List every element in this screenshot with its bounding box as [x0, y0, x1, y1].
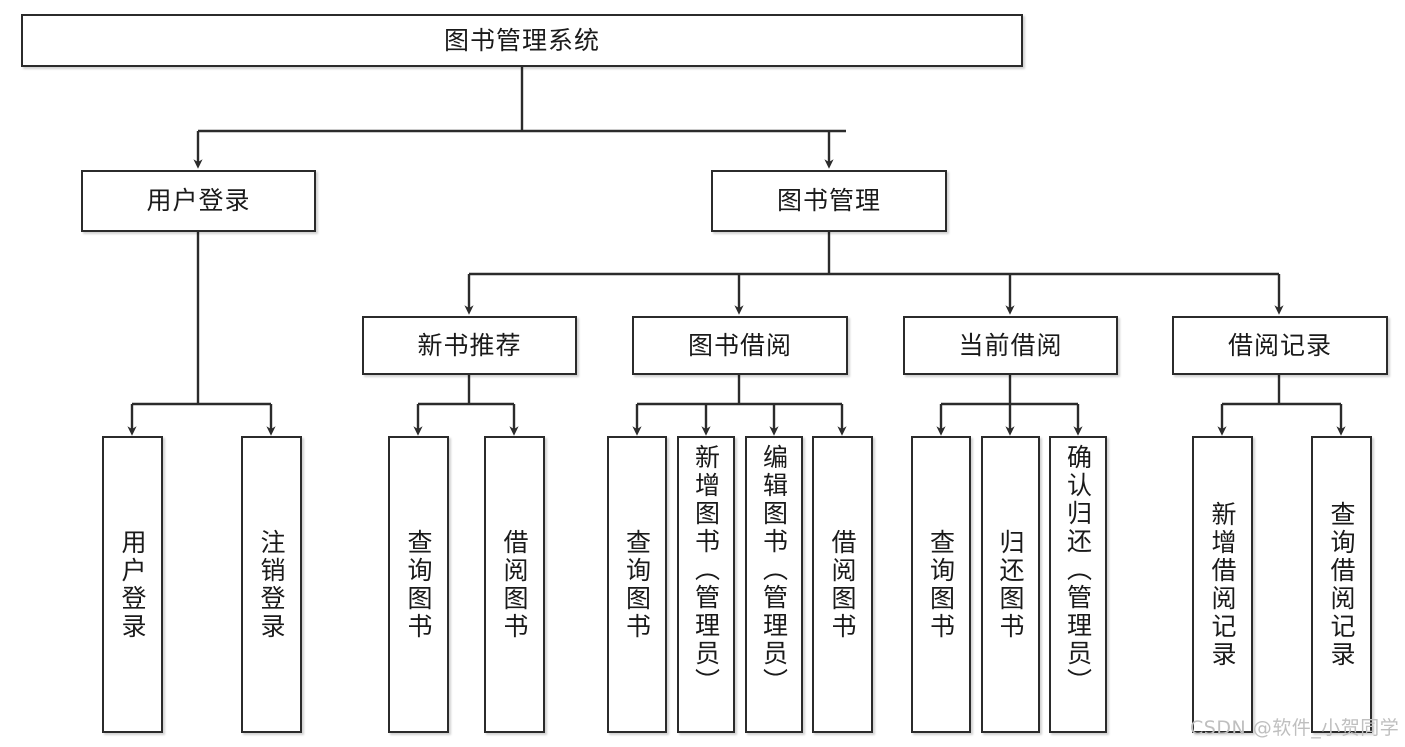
leaf-borrow-book-recommend[interactable]: 借阅图书 [484, 436, 545, 733]
leaf-user-login[interactable]: 用户登录 [102, 436, 163, 733]
node-book-borrow[interactable]: 图书借阅 [632, 316, 848, 375]
csdn-watermark: CSDN @软件_小贺同学 [1190, 717, 1400, 739]
node-label: 用户登录 [146, 186, 251, 216]
node-label: 用户登录 [118, 528, 147, 641]
node-label: 编辑图书（管理员） [759, 444, 789, 696]
node-label: 查询图书 [622, 528, 652, 641]
node-root-book-management-system[interactable]: 图书管理系统 [21, 14, 1023, 67]
node-label: 借阅记录 [1227, 330, 1332, 360]
node-label: 新书推荐 [417, 330, 522, 360]
leaf-query-borrow-record[interactable]: 查询借阅记录 [1311, 436, 1372, 733]
leaf-query-book-recommend[interactable]: 查询图书 [388, 436, 449, 733]
node-label: 查询图书 [404, 528, 433, 641]
leaf-return-book[interactable]: 归还图书 [981, 436, 1040, 733]
node-label: 查询图书 [926, 528, 956, 641]
leaf-confirm-return-admin[interactable]: 确认归还（管理员） [1049, 436, 1107, 733]
leaf-add-borrow-record[interactable]: 新增借阅记录 [1192, 436, 1253, 733]
node-label: 当前借阅 [958, 330, 1063, 360]
leaf-query-book-borrow[interactable]: 查询图书 [607, 436, 667, 733]
node-label: 归还图书 [996, 528, 1025, 641]
node-label: 借阅图书 [500, 528, 529, 641]
node-label: 查询借阅记录 [1327, 500, 1356, 669]
node-label: 确认归还（管理员） [1063, 444, 1093, 696]
node-new-book-recommend[interactable]: 新书推荐 [362, 316, 577, 375]
node-label: 图书管理系统 [443, 25, 600, 55]
node-label: 借阅图书 [828, 528, 857, 641]
leaf-borrow-book[interactable]: 借阅图书 [812, 436, 873, 733]
leaf-query-book-current[interactable]: 查询图书 [911, 436, 971, 733]
node-label: 新增图书（管理员） [691, 444, 721, 696]
node-borrow-record[interactable]: 借阅记录 [1172, 316, 1388, 375]
node-label: 新增借阅记录 [1208, 500, 1237, 669]
node-user-login[interactable]: 用户登录 [81, 170, 316, 232]
node-label: 注销登录 [257, 528, 286, 641]
node-label: 图书借阅 [687, 330, 792, 360]
node-label: 图书管理 [776, 186, 881, 216]
node-book-management[interactable]: 图书管理 [711, 170, 947, 232]
leaf-user-logout[interactable]: 注销登录 [241, 436, 302, 733]
node-current-borrow[interactable]: 当前借阅 [903, 316, 1118, 375]
leaf-add-book-admin[interactable]: 新增图书（管理员） [677, 436, 735, 733]
leaf-edit-book-admin[interactable]: 编辑图书（管理员） [745, 436, 803, 733]
